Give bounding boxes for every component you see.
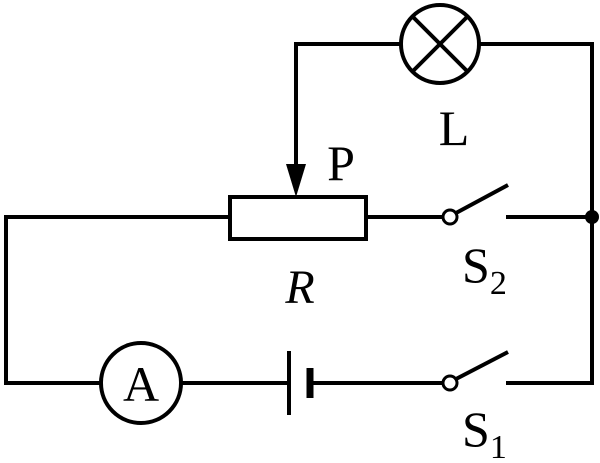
rheostat (228, 195, 368, 241)
battery (287, 351, 314, 415)
switch-s1-subscript: 1 (490, 429, 507, 463)
lamp-label: L (439, 100, 470, 156)
slider-label: P (327, 135, 355, 191)
ammeter-label: A (123, 356, 159, 412)
switch-s2-letter: S (462, 237, 490, 293)
switch-s2-label: S2 (462, 237, 507, 302)
slider-arrow (286, 164, 306, 197)
switch-s1-label: S1 (462, 401, 507, 463)
lamp (399, 3, 481, 85)
switch-s1 (441, 350, 509, 392)
wire-top-branch (294, 42, 594, 385)
switch-s2 (441, 183, 509, 226)
junction-dot (585, 210, 599, 224)
wire-left-loop (4, 215, 232, 385)
rheostat-label: R (284, 261, 314, 314)
switch-s1-letter: S (462, 401, 490, 457)
ammeter (99, 341, 183, 425)
switch-s2-subscript: 2 (490, 265, 507, 302)
